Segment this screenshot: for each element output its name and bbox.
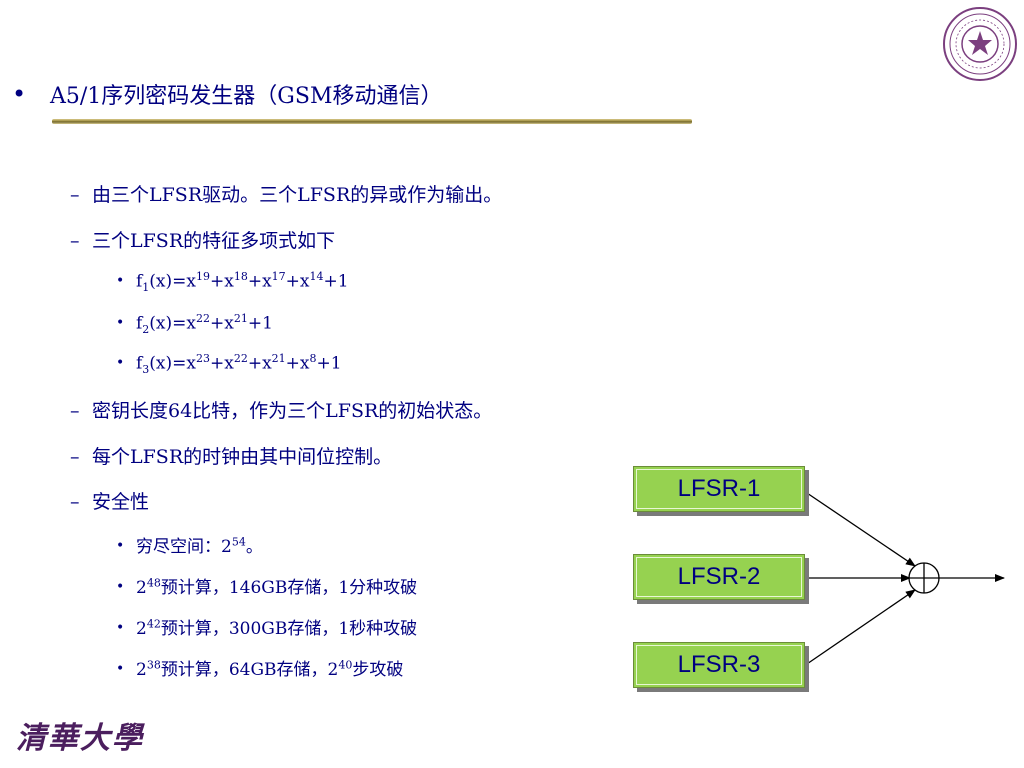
security-exhaustive: •穷尽空间：254。 — [116, 535, 263, 557]
lfsr-3-box: LFSR-3 — [633, 642, 805, 688]
dash-marker: – — [70, 446, 80, 468]
polynomial-f3: •f3(x)=x23+x22+x21+x8+1 — [116, 352, 342, 377]
bullet-lfsr-driven: –由三个LFSR驱动。三个LFSR的异或作为输出。 — [70, 180, 502, 207]
lfsr-1-box: LFSR-1 — [633, 466, 805, 512]
polynomial-f2: •f2(x)=x22+x21+1 — [116, 312, 273, 337]
bullet-key-length: –密钥长度64比特，作为三个LFSR的初始状态。 — [70, 396, 492, 423]
dash-marker: – — [70, 400, 80, 422]
dash-marker: – — [70, 230, 80, 252]
item-text: 每个LFSR的时钟由其中间位控制。 — [92, 446, 393, 468]
bullet-polynomials: –三个LFSR的特征多项式如下 — [70, 226, 335, 253]
security-attack-2: •242预计算，300GB存储，1秒种攻破 — [116, 617, 418, 639]
slide-title: A5/1序列密码发生器（GSM移动通信） — [50, 84, 443, 109]
polynomial-f1: •f1(x)=x19+x18+x17+x14+1 — [116, 270, 349, 295]
lfsr-3-label: LFSR-3 — [677, 651, 761, 678]
title-bullet: • — [12, 80, 27, 108]
bullet-clock-control: –每个LFSR的时钟由其中间位控制。 — [70, 442, 392, 469]
line-lfsr3-to-xor — [803, 589, 916, 667]
item-text: 由三个LFSR驱动。三个LFSR的异或作为输出。 — [92, 184, 503, 206]
bullet-security: –安全性 — [70, 487, 149, 514]
lfsr-2-label: LFSR-2 — [677, 563, 761, 590]
lfsr-1-label: LFSR-1 — [677, 475, 761, 502]
dash-marker: – — [70, 184, 80, 206]
university-wordmark-logo: 清華大學 — [16, 721, 144, 756]
seal-icon — [943, 7, 1017, 81]
item-text: 安全性 — [92, 491, 150, 513]
security-attack-1: •248预计算，146GB存储，1分种攻破 — [116, 576, 418, 598]
item-text: 密钥长度64比特，作为三个LFSR的初始状态。 — [92, 400, 493, 422]
dash-marker: – — [70, 491, 80, 513]
security-attack-3: •238预计算，64GB存储，240步攻破 — [116, 658, 404, 680]
xor-icon — [908, 562, 940, 594]
title-underline — [52, 119, 692, 124]
line-lfsr1-to-xor — [803, 490, 916, 567]
university-seal-logo — [942, 6, 1018, 86]
lfsr-2-box: LFSR-2 — [633, 554, 805, 600]
item-text: 三个LFSR的特征多项式如下 — [92, 230, 336, 252]
